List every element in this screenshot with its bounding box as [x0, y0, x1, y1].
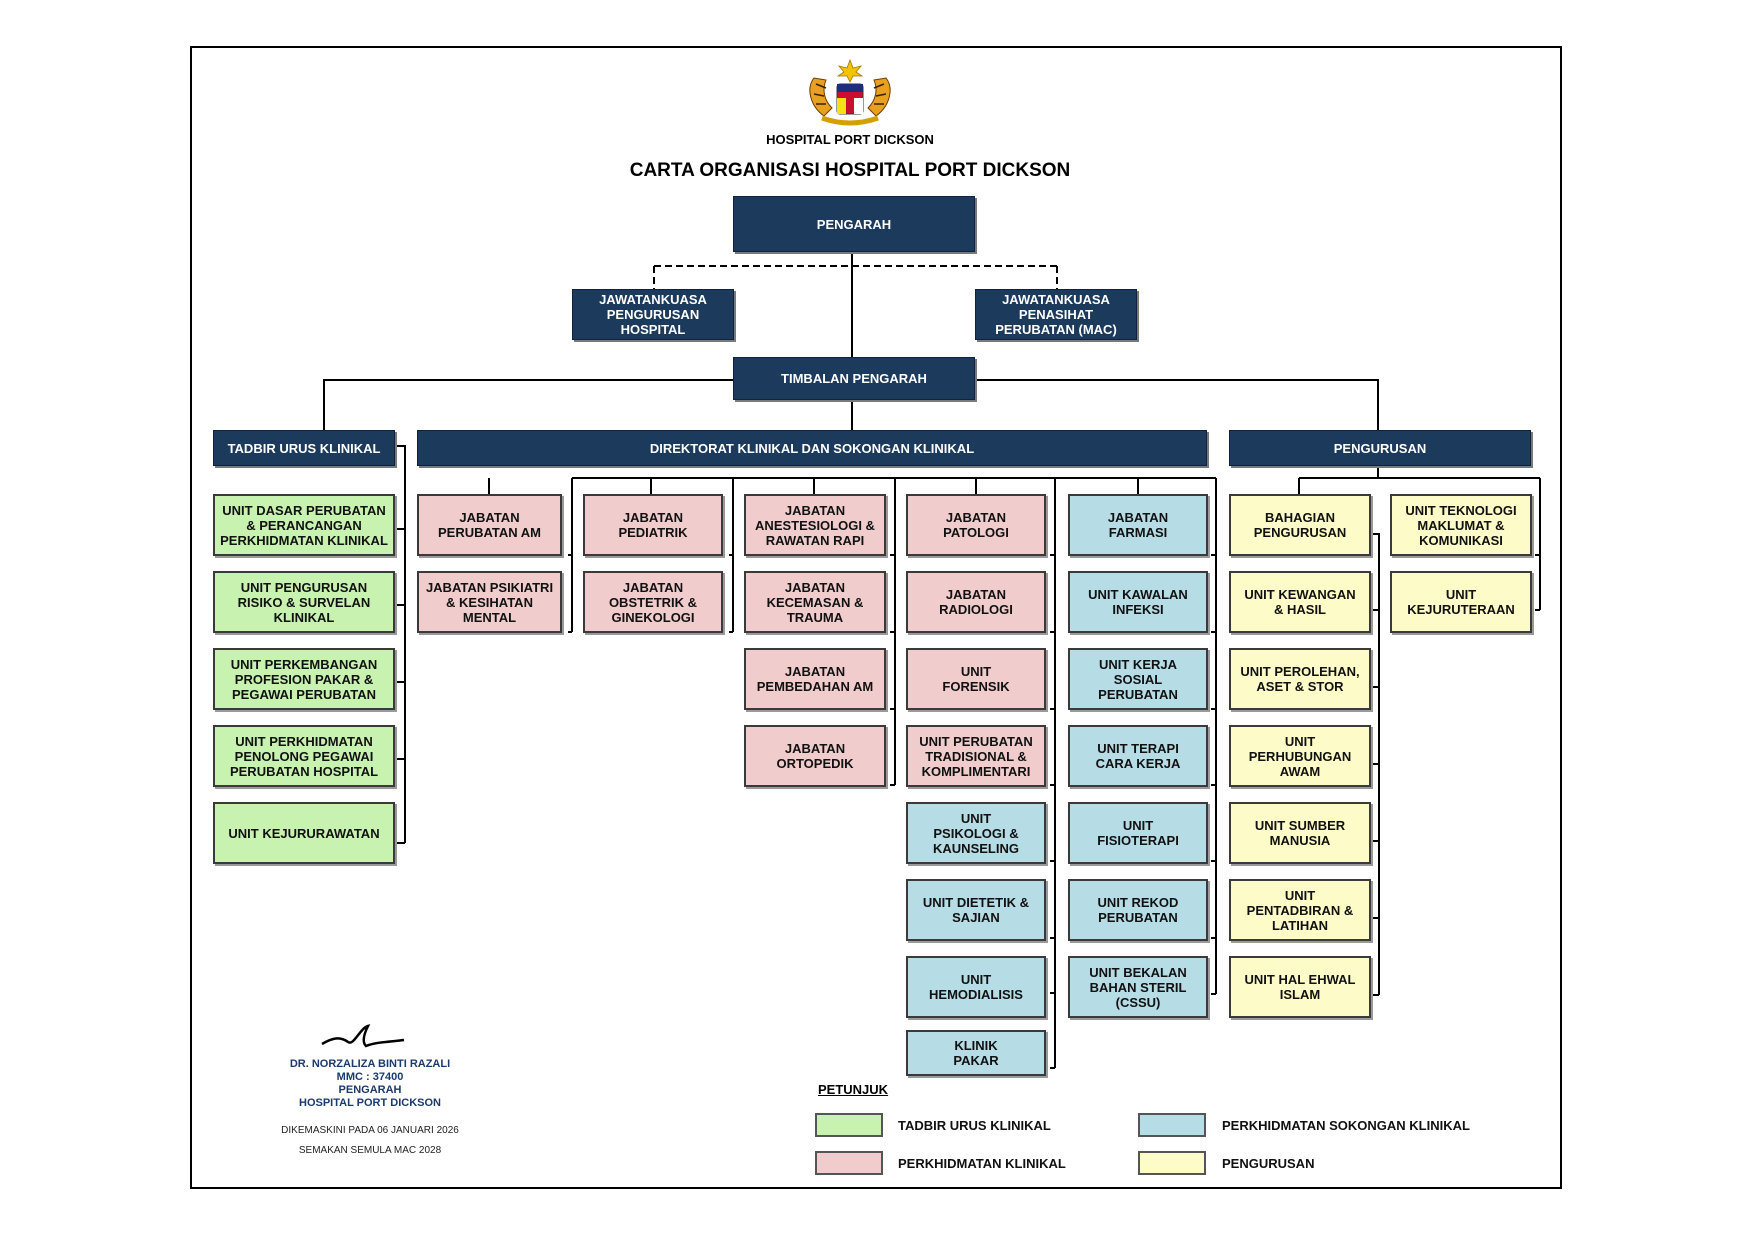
- legend-swatch-blue: [1138, 1113, 1206, 1137]
- legend-label: PERKHIDMATAN SOKONGAN KLINIKAL: [1222, 1118, 1470, 1133]
- unit-box: UNIT KEJURUTERAAN: [1390, 571, 1532, 633]
- box-pengarah: PENGARAH: [733, 196, 975, 252]
- legend-title: PETUNJUK: [818, 1082, 889, 1097]
- unit-box: JABATAN ANESTESIOLOGI & RAWATAN RAPI: [744, 494, 886, 556]
- legend-label: TADBIR URUS KLINIKAL: [898, 1118, 1051, 1133]
- unit-box: JABATAN PEDIATRIK: [583, 494, 723, 556]
- unit-box: JABATAN PEMBEDAHAN AM: [744, 648, 886, 710]
- unit-box: UNIT PENGURUSAN RISIKO & SURVELAN KLINIK…: [213, 571, 395, 633]
- unit-box: UNIT PSIKOLOGI & KAUNSELING: [906, 802, 1046, 864]
- section-tadbir-urus-klinikal: TADBIR URUS KLINIKAL: [213, 430, 395, 466]
- unit-box: JABATAN ORTOPEDIK: [744, 725, 886, 787]
- section-pengurusan: PENGURUSAN: [1229, 430, 1531, 466]
- unit-box: UNIT SUMBER MANUSIA: [1229, 802, 1371, 864]
- unit-box: JABATAN FARMASI: [1068, 494, 1208, 556]
- unit-box: UNIT PERUBATAN TRADISIONAL & KOMPLIMENTA…: [906, 725, 1046, 787]
- signature-hospital: HOSPITAL PORT DICKSON: [299, 1097, 441, 1109]
- unit-box: UNIT KAWALAN INFEKSI: [1068, 571, 1208, 633]
- unit-box: UNIT FISIOTERAPI: [1068, 802, 1208, 864]
- unit-box: UNIT DASAR PERUBATAN & PERANCANGAN PERKH…: [213, 494, 395, 556]
- chart-frame: [190, 46, 1562, 1189]
- unit-box: UNIT DIETETIK & SAJIAN: [906, 879, 1046, 941]
- unit-box: JABATAN OBSTETRIK & GINEKOLOGI: [583, 571, 723, 633]
- unit-box: UNIT PENTADBIRAN & LATIHAN: [1229, 879, 1371, 941]
- signature-mmc: MMC : 37400: [336, 1071, 404, 1083]
- unit-box: UNIT PERKHIDMATAN PENOLONG PEGAWAI PERUB…: [213, 725, 395, 787]
- legend-label: PENGURUSAN: [1222, 1156, 1315, 1171]
- unit-box: UNIT FORENSIK: [906, 648, 1046, 710]
- unit-box: UNIT TEKNOLOGI MAKLUMAT & KOMUNIKASI: [1390, 494, 1532, 556]
- updated-date: DIKEMASKINI PADA 06 JANUARI 2026: [281, 1125, 459, 1136]
- unit-box: UNIT PERHUBUNGAN AWAM: [1229, 725, 1371, 787]
- legend-swatch-pink: [815, 1151, 883, 1175]
- box-jk-pengurusan: JAWATANKUASA PENGURUSAN HOSPITAL: [572, 289, 734, 340]
- legend-label: PERKHIDMATAN KLINIKAL: [898, 1156, 1066, 1171]
- signature-icon: [318, 1020, 408, 1050]
- page-title: CARTA ORGANISASI HOSPITAL PORT DICKSON: [629, 160, 1071, 181]
- legend-swatch-green: [815, 1113, 883, 1137]
- section-direktorat: DIREKTORAT KLINIKAL DAN SOKONGAN KLINIKA…: [417, 430, 1207, 466]
- unit-box: BAHAGIAN PENGURUSAN: [1229, 494, 1371, 556]
- unit-box: UNIT REKOD PERUBATAN: [1068, 879, 1208, 941]
- unit-box: UNIT KEWANGAN & HASIL: [1229, 571, 1371, 633]
- review-date: SEMAKAN SEMULA MAC 2028: [298, 1145, 442, 1156]
- unit-box: JABATAN RADIOLOGI: [906, 571, 1046, 633]
- box-timbalan-pengarah: TIMBALAN PENGARAH: [733, 357, 975, 400]
- unit-box: KLINIK PAKAR: [906, 1030, 1046, 1076]
- malaysia-coat-of-arms-icon: [800, 58, 900, 130]
- unit-box: UNIT KERJA SOSIAL PERUBATAN: [1068, 648, 1208, 710]
- signature-role: PENGARAH: [338, 1084, 402, 1096]
- legend-swatch-yellow: [1138, 1151, 1206, 1175]
- unit-box: UNIT BEKALAN BAHAN STERIL (CSSU): [1068, 956, 1208, 1018]
- unit-box: UNIT PEROLEHAN, ASET & STOR: [1229, 648, 1371, 710]
- unit-box: UNIT KEJURURAWATAN: [213, 802, 395, 864]
- unit-box: JABATAN KECEMASAN & TRAUMA: [744, 571, 886, 633]
- unit-box: UNIT HAL EHWAL ISLAM: [1229, 956, 1371, 1018]
- unit-box: UNIT HEMODIALISIS: [906, 956, 1046, 1018]
- signature-name: DR. NORZALIZA BINTI RAZALI: [289, 1058, 451, 1070]
- unit-box: UNIT TERAPI CARA KERJA: [1068, 725, 1208, 787]
- unit-box: JABATAN PSIKIATRI & KESIHATAN MENTAL: [417, 571, 562, 633]
- unit-box: JABATAN PERUBATAN AM: [417, 494, 562, 556]
- unit-box: JABATAN PATOLOGI: [906, 494, 1046, 556]
- hospital-name: HOSPITAL PORT DICKSON: [766, 132, 934, 147]
- box-jk-penasihat: JAWATANKUASA PENASIHAT PERUBATAN (MAC): [975, 289, 1137, 340]
- unit-box: UNIT PERKEMBANGAN PROFESION PAKAR & PEGA…: [213, 648, 395, 710]
